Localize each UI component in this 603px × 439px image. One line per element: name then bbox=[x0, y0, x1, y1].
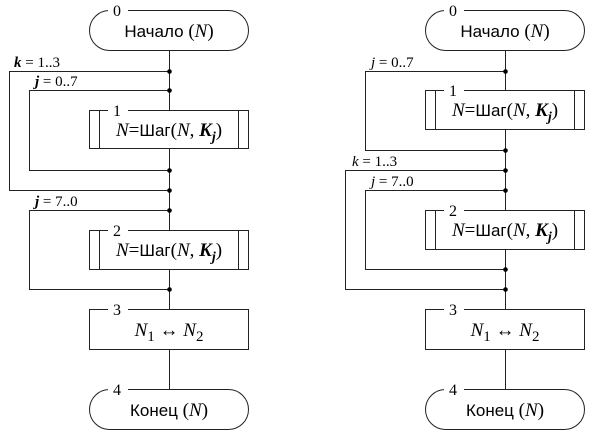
start-label: Начало (N) bbox=[124, 21, 213, 42]
loop-k-line bbox=[345, 170, 506, 290]
process-block-2: 2 N=Шаг(N, Kj) bbox=[89, 223, 249, 270]
loop-j-backward-line bbox=[365, 190, 506, 270]
block-number: 1 bbox=[113, 103, 121, 120]
loop-label-j-forward: j = 0..7 bbox=[369, 55, 414, 71]
loop-label-j-forward: j = 0..7 bbox=[33, 74, 78, 90]
loop-j-backward-line bbox=[29, 210, 170, 290]
junction-dot bbox=[167, 188, 172, 193]
process-block-3: 3 N1 ↔ N2 bbox=[89, 302, 249, 350]
flowchart-left: k = 1..3 j = 0..7 j = 7..0 0 Начало (N) … bbox=[9, 3, 249, 430]
loop-label-k: k = 1..3 bbox=[14, 55, 60, 71]
block-1-formula: N=Шаг(N, Kj) bbox=[115, 120, 222, 145]
block-1-formula: N=Шаг(N, Kj) bbox=[451, 100, 558, 125]
end-terminator: 4 Конец (N) bbox=[89, 382, 249, 430]
block-number: 2 bbox=[113, 223, 121, 240]
block-number: 0 bbox=[113, 3, 121, 20]
block-3-swap: N1 ↔ N2 bbox=[470, 320, 540, 345]
block-number: 1 bbox=[449, 83, 457, 100]
block-number: 4 bbox=[113, 382, 121, 399]
start-terminator: 0 Начало (N) bbox=[89, 3, 249, 51]
block-number: 3 bbox=[449, 302, 457, 319]
process-block-2: 2 N=Шаг(N, Kj) bbox=[425, 203, 585, 250]
start-terminator: 0 Начало (N) bbox=[425, 3, 585, 51]
junction-dot bbox=[167, 88, 172, 93]
block-number: 0 bbox=[449, 3, 457, 20]
process-block-3: 3 N1 ↔ N2 bbox=[425, 302, 585, 350]
block-2-formula: N=Шаг(N, Kj) bbox=[451, 220, 558, 245]
junction-dot bbox=[503, 69, 508, 74]
junction-dot bbox=[167, 208, 172, 213]
junction-dot bbox=[167, 168, 172, 173]
loop-k-line bbox=[9, 71, 170, 191]
end-label: Конец (N) bbox=[466, 400, 544, 421]
junction-dot bbox=[503, 267, 508, 272]
junction-dot bbox=[503, 148, 508, 153]
junction-dot bbox=[503, 287, 508, 292]
loop-label-j-backward: j = 7..0 bbox=[33, 194, 78, 210]
junction-dot bbox=[167, 287, 172, 292]
end-label: Конец (N) bbox=[130, 400, 208, 421]
block-number: 3 bbox=[113, 302, 121, 319]
loop-j-forward-line bbox=[29, 90, 170, 171]
start-label: Начало (N) bbox=[460, 21, 549, 42]
block-3-swap: N1 ↔ N2 bbox=[134, 320, 204, 345]
junction-dot bbox=[503, 188, 508, 193]
junction-dot bbox=[167, 69, 172, 74]
junction-dot bbox=[503, 168, 508, 173]
process-block-1: 1 N=Шаг(N, Kj) bbox=[89, 103, 249, 149]
end-terminator: 4 Конец (N) bbox=[425, 382, 585, 430]
loop-label-j-backward: j = 7..0 bbox=[369, 174, 414, 190]
loop-label-k: k = 1..3 bbox=[352, 154, 397, 170]
block-number: 2 bbox=[449, 203, 457, 220]
loop-j-forward-line bbox=[365, 71, 506, 151]
block-2-formula: N=Шаг(N, Kj) bbox=[115, 240, 222, 265]
block-number: 4 bbox=[449, 382, 457, 399]
flowchart-right: j = 0..7 k = 1..3 j = 7..0 0 Начало (N) … bbox=[345, 3, 585, 430]
process-block-1: 1 N=Шаг(N, Kj) bbox=[425, 83, 585, 130]
